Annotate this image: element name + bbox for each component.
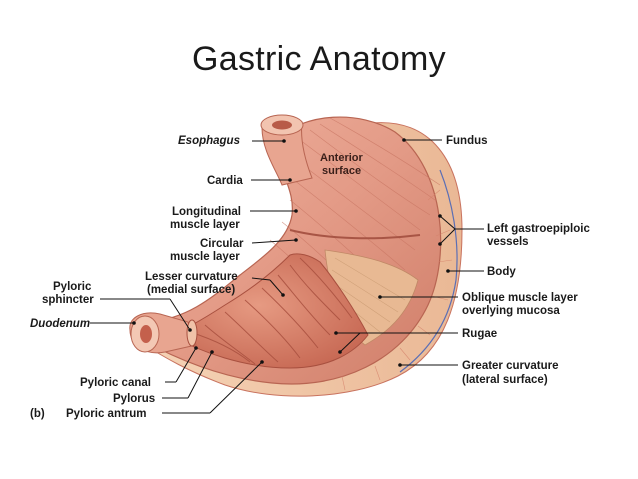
lesser-curvature-label-line2: (medial surface): [147, 284, 235, 296]
pyloric-antrum-label: Pyloric antrum: [66, 408, 147, 420]
esophagus-tube: [261, 121, 313, 186]
oblique-muscle-label-line1: Oblique muscle layer: [462, 292, 578, 304]
pyloric-sphincter-label-line1: Pyloric: [53, 281, 92, 293]
greater-curvature-label-line1: Greater curvature: [462, 360, 559, 372]
circular-label-line1: Circular: [200, 238, 244, 250]
fundus-label: Fundus: [446, 135, 488, 147]
page-title: Gastric Anatomy: [192, 40, 446, 78]
left-gastroepiploic-label-line2: vessels: [487, 236, 529, 248]
rugae-label: Rugae: [462, 328, 497, 340]
esophagus-label: Esophagus: [178, 135, 240, 147]
gastroepiploic-vessels: [399, 169, 458, 373]
greater-curvature-label-line2: (lateral surface): [462, 374, 548, 386]
pylorus-label: Pylorus: [113, 393, 155, 405]
anterior-surface-label-line2: surface: [322, 165, 361, 177]
circular-layer-band: [289, 229, 421, 240]
anterior-surface-label-line1: Anterior: [320, 152, 364, 164]
rugae-folds: [189, 257, 353, 365]
body-label: Body: [487, 266, 516, 278]
oblique-fibres: [331, 257, 406, 333]
longitudinal-label-line2: muscle layer: [170, 219, 240, 231]
oblique-muscle-label-line2: overlying mucosa: [462, 305, 560, 317]
lesser-curvature-label-line1: Lesser curvature: [145, 271, 238, 283]
cardia-label: Cardia: [207, 175, 243, 187]
longitudinal-label-line1: Longitudinal: [172, 206, 241, 218]
circular-label-line2: muscle layer: [170, 251, 240, 263]
pyloric-sphincter-ring: [186, 319, 198, 347]
left-gastroepiploic-label-line1: Left gastroepiploic: [487, 223, 590, 235]
duodenum-label: Duodenum: [30, 318, 90, 330]
pyloric-sphincter-label-line2: sphincter: [42, 294, 94, 306]
mucosa-interior: [168, 253, 369, 369]
panel-letter: (b): [30, 408, 45, 420]
pyloric-canal-label: Pyloric canal: [80, 377, 151, 389]
